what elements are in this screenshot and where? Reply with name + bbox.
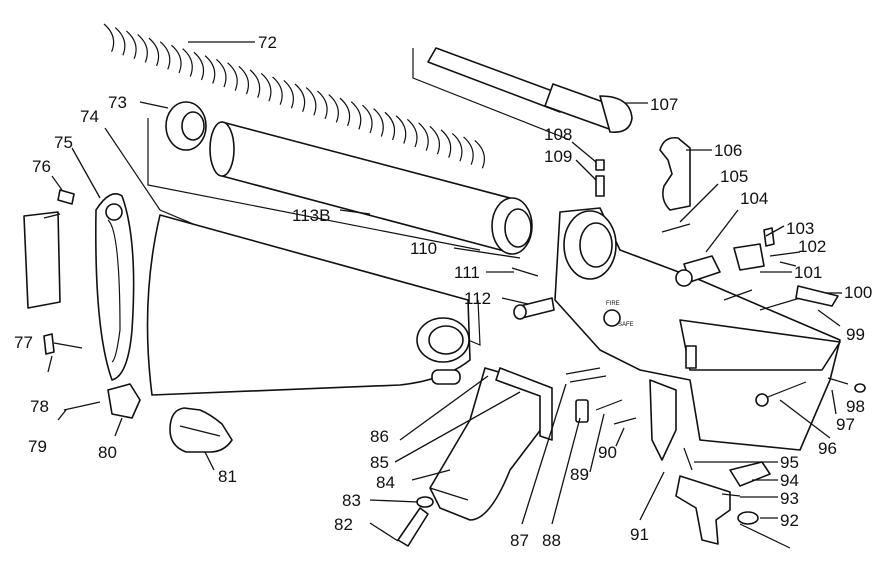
callout-label-75: 75 — [54, 133, 73, 152]
callout-label-96: 96 — [818, 439, 837, 458]
roll-pin — [613, 417, 637, 447]
takedown-pin-detent — [453, 247, 539, 277]
takedown-pins — [521, 367, 607, 525]
safety-selector — [675, 209, 739, 287]
buffer-retainer-spring — [723, 271, 792, 301]
callout-label-82: 82 — [334, 515, 353, 534]
callout-label-101: 101 — [794, 263, 822, 282]
detent-spring — [827, 377, 849, 415]
grip-screw — [369, 496, 434, 547]
buffer-tube — [139, 101, 533, 255]
callout-label-91: 91 — [630, 525, 649, 544]
callout-label-89: 89 — [570, 465, 589, 484]
callout-label-92: 92 — [780, 511, 799, 530]
detent — [854, 383, 866, 393]
buffer-assembly — [412, 47, 648, 141]
butt-plate-screw — [51, 175, 75, 205]
callout-label-90: 90 — [598, 443, 617, 462]
trap-door — [23, 211, 61, 309]
pivot-pin — [759, 297, 841, 327]
callout-label-107: 107 — [650, 95, 678, 114]
callout-label-105: 105 — [720, 167, 748, 186]
disconnector — [729, 461, 778, 487]
butt-plate — [71, 147, 135, 381]
hammer — [659, 136, 712, 211]
bolt-catch-spring — [589, 399, 623, 473]
lower-receiver: FIRE SAFE — [554, 207, 841, 461]
sling-swivel — [169, 407, 233, 471]
hammer-pin — [755, 381, 831, 439]
callout-label-86: 86 — [370, 427, 389, 446]
bolt-catch — [551, 399, 589, 525]
trigger-spring — [683, 447, 778, 471]
callout-label-88: 88 — [542, 531, 561, 550]
callout-label-97: 97 — [836, 415, 855, 434]
callout-label-113b: 113B — [292, 206, 330, 225]
buffer-retainer — [795, 285, 842, 307]
swivel-pin — [57, 401, 101, 421]
buffer-spring — [103, 23, 485, 169]
callout-label-83: 83 — [342, 491, 361, 510]
callout-label-98: 98 — [846, 397, 865, 416]
callout-label-85: 85 — [370, 453, 389, 472]
callout-label-111: 111 — [454, 263, 480, 282]
callout-label-108: 108 — [544, 125, 572, 144]
takedown-pin — [501, 297, 555, 320]
pistol-grip — [394, 367, 553, 521]
callout-label-81: 81 — [218, 467, 237, 486]
callout-label-74: 74 — [80, 107, 99, 126]
callout-label-76: 76 — [32, 157, 51, 176]
callout-label-77: 77 — [14, 333, 33, 352]
stock-screw — [43, 333, 83, 373]
callout-label-106: 106 — [714, 141, 742, 160]
buttstock — [104, 127, 481, 396]
callout-label-110: 110 — [410, 239, 437, 258]
callout-label-79: 79 — [28, 437, 47, 456]
disconnector-spring — [721, 493, 778, 498]
callout-label-72: 72 — [258, 33, 277, 52]
takedown-detent — [769, 251, 801, 267]
callout-label-93: 93 — [780, 489, 799, 508]
fire-mark: FIRE — [606, 301, 620, 307]
callout-label-80: 80 — [98, 443, 117, 462]
hammer-spring — [661, 183, 719, 233]
safe-mark: SAFE — [618, 322, 634, 328]
trigger-pin — [737, 511, 791, 549]
callout-label-103: 103 — [786, 219, 814, 238]
callout-label-102: 102 — [798, 237, 826, 256]
callout-label-109: 109 — [544, 147, 572, 166]
rear-swivel — [107, 383, 141, 437]
callout-label-104: 104 — [740, 189, 768, 208]
magazine-catch-button — [733, 225, 785, 271]
trigger-assembly — [639, 471, 731, 545]
callout-label-78: 78 — [30, 397, 49, 416]
callout-label-73: 73 — [108, 93, 127, 112]
callout-label-100: 100 — [844, 283, 872, 302]
callout-label-112: 112 — [464, 289, 491, 308]
buffer-detent — [571, 141, 605, 197]
callout-label-94: 94 — [780, 471, 799, 490]
callout-label-84: 84 — [376, 473, 395, 492]
callout-label-99: 99 — [846, 325, 865, 344]
callout-label-95: 95 — [780, 453, 799, 472]
callout-label-87: 87 — [510, 531, 529, 550]
